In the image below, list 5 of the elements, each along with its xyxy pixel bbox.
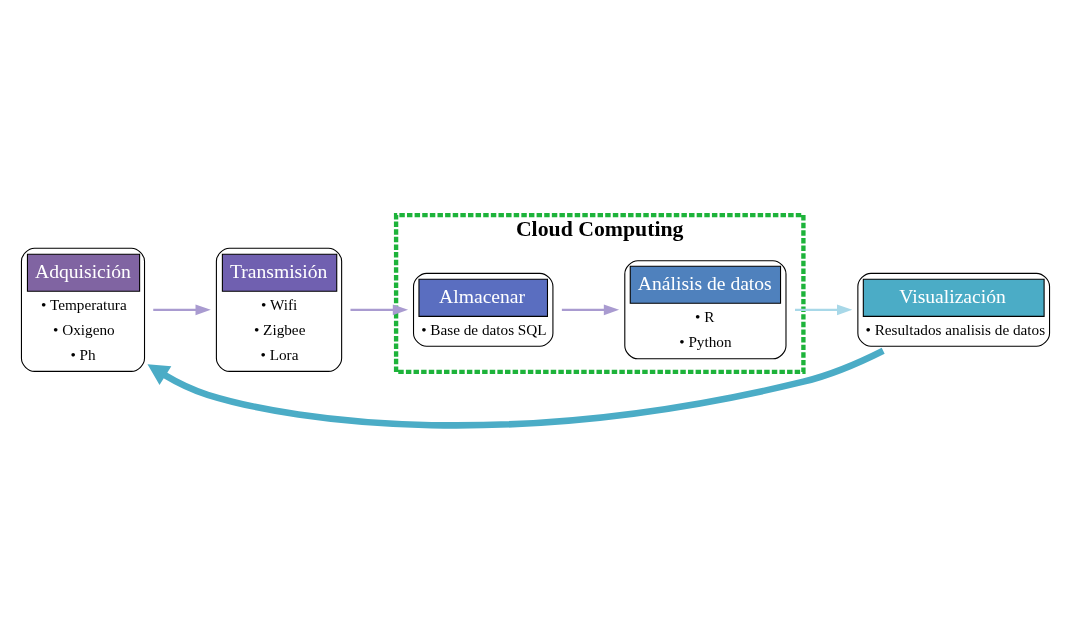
arrow: [147, 347, 885, 429]
arrow: [561, 304, 620, 316]
arrow: [153, 304, 211, 316]
arrow: [350, 304, 409, 316]
arrow: [795, 304, 853, 316]
